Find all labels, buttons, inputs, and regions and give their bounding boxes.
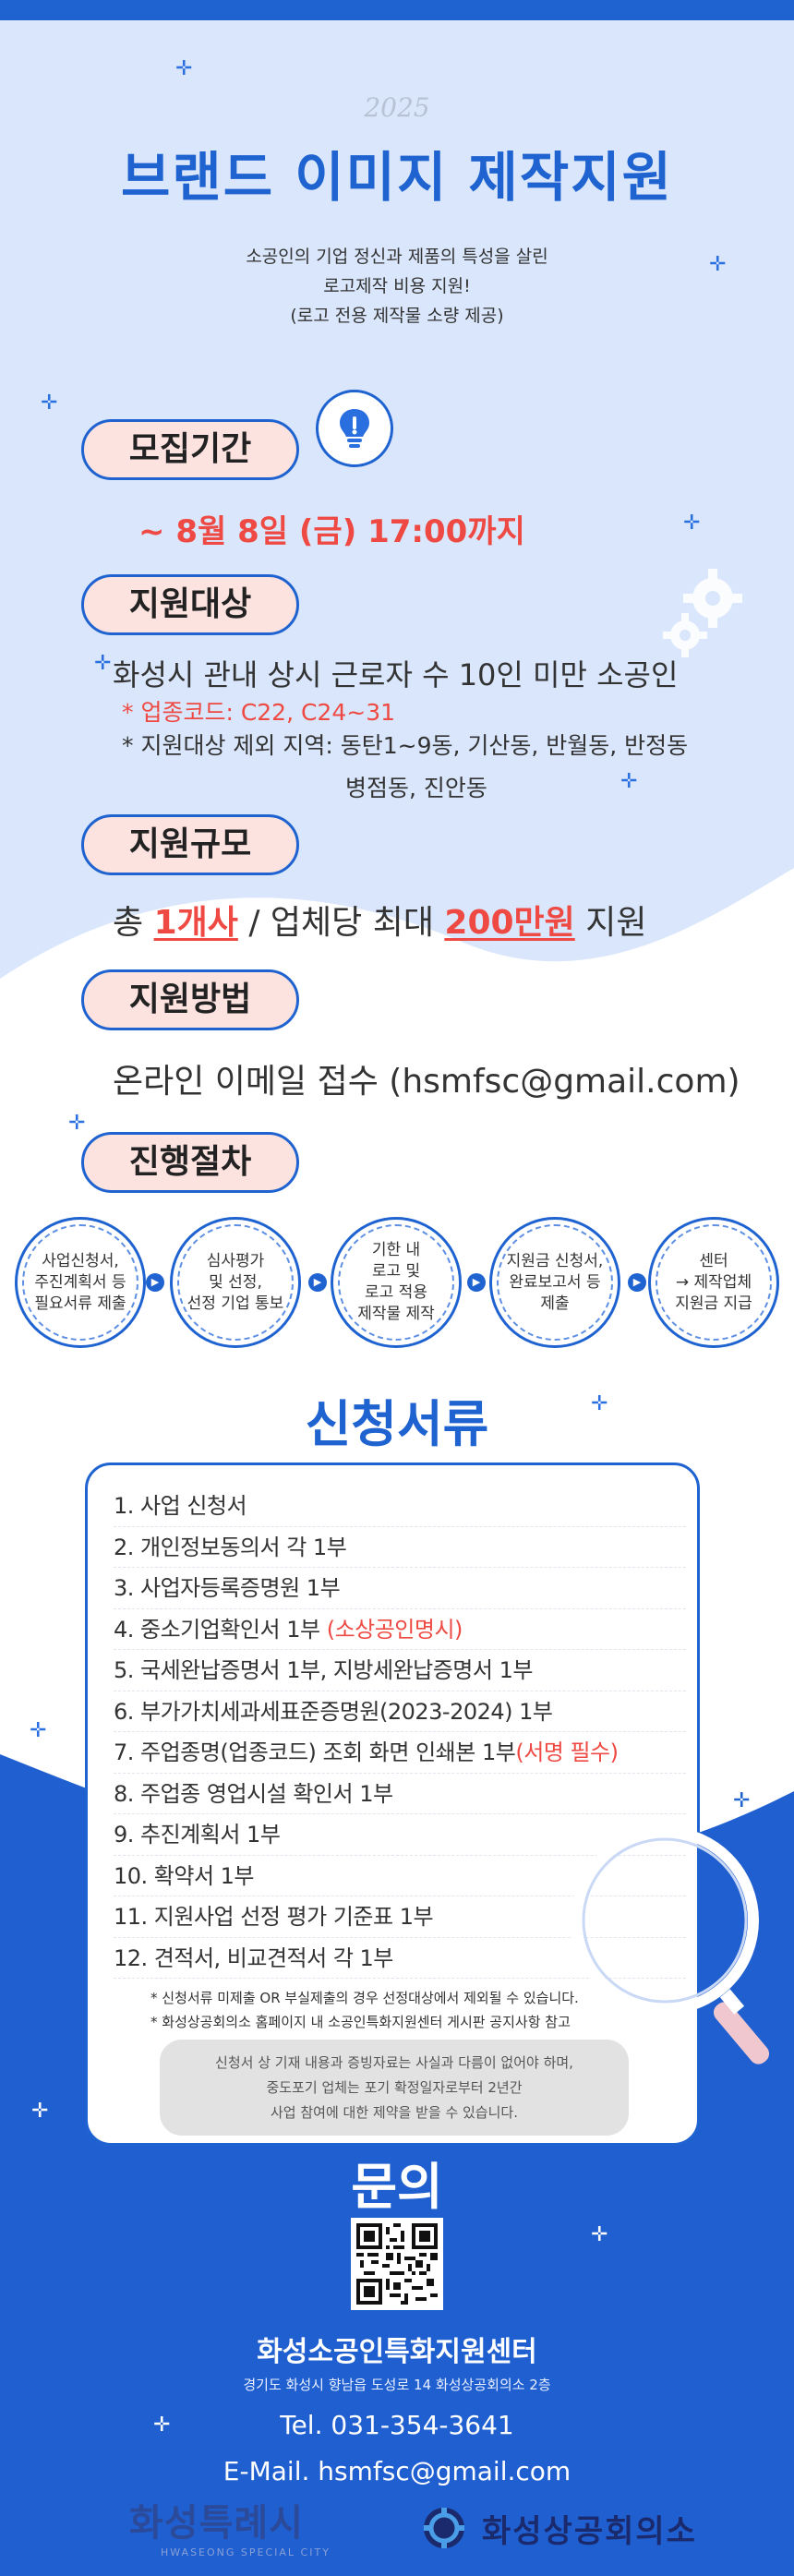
inquiry-title: 문의: [351, 2158, 443, 2216]
list-item: 8. 주업종 영업시설 확인서 1부: [114, 1774, 686, 1814]
sparkle-icon: ✛: [94, 652, 112, 675]
list-item: 11. 지원사업 선정 평가 기준표 1부: [114, 1896, 686, 1938]
step-text: 지원금 신청서,: [506, 1251, 604, 1270]
step-text: 지원금 지급: [675, 1294, 752, 1313]
list-item: 1. 사업 신청서: [114, 1486, 686, 1527]
year-label: 2025: [364, 92, 430, 123]
process-step: 지원금 신청서, 완료보고서 등 제출: [489, 1217, 620, 1348]
industry-code-note: * 업종코드: C22, C24~31: [122, 699, 396, 726]
sparkle-icon: ✛: [733, 1789, 751, 1812]
warning-box: 신청서 상 기재 내용과 증빙자료는 사실과 다름이 없어야 하며, 중도포기 …: [160, 2040, 629, 2136]
arrow-right-icon: ▶: [467, 1273, 486, 1292]
center-address: 경기도 화성시 향남읍 도성로 14 화성상공회의소 2층: [243, 2377, 551, 2393]
documents-title: 신청서류: [305, 1395, 489, 1453]
sparkle-icon: ✛: [620, 770, 638, 793]
process-step: 사업신청서, 주진계획서 등 필요서류 제출: [15, 1217, 146, 1348]
step-text: 선정 기업 통보: [186, 1294, 284, 1313]
phone-number: Tel. 031-354-3641: [280, 2410, 514, 2440]
warning-line: 신청서 상 기재 내용과 증빙자료는 사실과 다름이 없어야 하며,: [215, 2054, 573, 2071]
target-description: 화성시 관내 상시 근로자 수 10인 미만 소공인: [113, 657, 679, 692]
sparkle-icon: ✛: [30, 1719, 47, 1742]
process-step: 심사평가 및 선정, 선정 기업 통보: [170, 1217, 301, 1348]
documents-list: 1. 사업 신청서 2. 개인정보동의서 각 1부 3. 사업자등록증명원 1부…: [114, 1486, 686, 1979]
step-text: 로고 적용: [365, 1283, 427, 1302]
arrow-right-icon: ▶: [628, 1273, 646, 1292]
company-count: 1개사: [153, 904, 238, 942]
step-text: 심사평가: [206, 1251, 265, 1270]
top-bar: [0, 0, 794, 20]
list-item: 12. 견적서, 비교견적서 각 1부: [114, 1938, 686, 1979]
qr-code[interactable]: [351, 2218, 443, 2310]
list-item: 4. 중소기업확인서 1부 (소상공인명시): [114, 1609, 686, 1650]
step-text: 및 선정,: [209, 1272, 262, 1292]
step-text: 제출: [540, 1294, 570, 1313]
step-text: 센터: [699, 1251, 728, 1270]
arrow-right-icon: ▶: [146, 1273, 164, 1292]
documents-note: * 화성상공회의소 홈페이지 내 소공인특화지원센터 게시판 공지사항 참고: [150, 2014, 571, 2030]
magnifier-icon: [572, 1826, 770, 2064]
sparkle-icon: ✛: [68, 1112, 86, 1135]
scale-prefix: 총: [113, 904, 154, 942]
page-title: 브랜드 이미지 제작지원: [121, 146, 673, 209]
section-label-period: 모집기간: [81, 419, 299, 480]
documents-card: 1. 사업 신청서 2. 개인정보동의서 각 1부 3. 사업자등록증명원 1부…: [85, 1463, 700, 2146]
list-item: 9. 추진계획서 1부: [114, 1814, 686, 1856]
list-item: 2. 개인정보동의서 각 1부: [114, 1527, 686, 1568]
intro-line: 소공인의 기업 정신과 제품의 특성을 살린: [246, 247, 548, 267]
step-text: → 제작업체: [675, 1272, 752, 1292]
list-item: 6. 부가가치세과세표준증명원(2023-2024) 1부: [114, 1691, 686, 1732]
section-label-scale: 지원규모: [81, 814, 299, 875]
documents-note: * 신청서류 미제출 OR 부실제출의 경우 선정대상에서 제외될 수 있습니다…: [150, 1990, 579, 2006]
chamber-logo-icon: [424, 2508, 464, 2548]
sparkle-icon: ✛: [41, 391, 58, 415]
max-amount: 200만원: [444, 904, 575, 942]
sparkle-icon: ✛: [31, 2100, 49, 2123]
scale-suffix: 지원: [574, 904, 647, 942]
sparkle-icon: ✛: [709, 253, 727, 276]
gear-icon: [663, 569, 742, 657]
list-item: 5. 국세완납증명서 1부, 지방세완납증명서 1부: [114, 1650, 686, 1691]
sparkle-icon: ✛: [591, 1392, 608, 1415]
list-item: 10. 확약서 1부: [114, 1856, 686, 1896]
scale-middle: / 업체당 최대: [237, 904, 445, 942]
excluded-area-note-cont: 병점동, 진안동: [345, 775, 487, 801]
excluded-area-note: * 지원대상 제외 지역: 동탄1~9동, 기산동, 반월동, 반정동: [122, 732, 689, 759]
center-name: 화성소공인특화지원센터: [257, 2336, 537, 2368]
sparkle-icon: ✛: [175, 57, 193, 80]
sparkle-icon: ✛: [591, 2223, 608, 2246]
list-item: 7. 주업종명(업종코드) 조회 화면 인쇄본 1부(서명 필수): [114, 1732, 686, 1774]
sparkle-icon: ✛: [683, 512, 701, 535]
intro-line: (로고 전용 제작물 소량 제공): [290, 306, 504, 326]
hwaseong-city-logo: 화성특례시 HWASEONG SPECIAL CITY: [129, 2502, 331, 2558]
list-item: 3. 사업자등록증명원 1부: [114, 1568, 686, 1609]
warning-line: 사업 참여에 대한 제약을 받을 수 있습니다.: [271, 2104, 518, 2121]
warning-line: 중도포기 업체는 포기 확정일자로부터 2년간: [266, 2079, 523, 2096]
email-address: E-Mail. hsmfsc@gmail.com: [223, 2456, 571, 2486]
step-text: 로고 및: [371, 1262, 421, 1281]
section-label-method: 지원방법: [81, 969, 299, 1030]
application-method: 온라인 이메일 접수 (hsmfsc@gmail.com): [113, 1063, 740, 1101]
step-text: 사업신청서,: [42, 1251, 119, 1270]
process-steps: 사업신청서, 주진계획서 등 필요서류 제출 ▶ 심사평가 및 선정, 선정 기…: [0, 1217, 794, 1355]
section-label-target: 지원대상: [81, 574, 299, 635]
step-text: 필요서류 제출: [34, 1294, 126, 1313]
arrow-right-icon: ▶: [308, 1273, 327, 1292]
lightbulb-icon: [316, 390, 393, 467]
step-text: 기한 내: [371, 1241, 421, 1259]
step-text: 주진계획서 등: [34, 1272, 126, 1292]
sparkle-icon: ✛: [153, 2413, 171, 2437]
chamber-of-commerce-logo: 화성상공회의소: [421, 2500, 763, 2556]
step-text: 제작물 제작: [357, 1305, 435, 1323]
deadline-text: ~ 8월 8일 (금) 17:00까지: [138, 513, 525, 550]
intro-line: 로고제작 비용 지원!: [323, 276, 471, 296]
section-label-process: 진행절차: [81, 1132, 299, 1193]
process-step: 기한 내 로고 및 로고 적용 제작물 제작: [331, 1217, 462, 1348]
intro-text: 소공인의 기업 정신과 제품의 특성을 살린 로고제작 비용 지원! (로고 전…: [0, 242, 794, 331]
step-text: 완료보고서 등: [509, 1272, 601, 1292]
process-step: 센터 → 제작업체 지원금 지급: [648, 1217, 779, 1348]
support-scale: 총 1개사 / 업체당 최대 200만원 지원: [113, 896, 646, 944]
